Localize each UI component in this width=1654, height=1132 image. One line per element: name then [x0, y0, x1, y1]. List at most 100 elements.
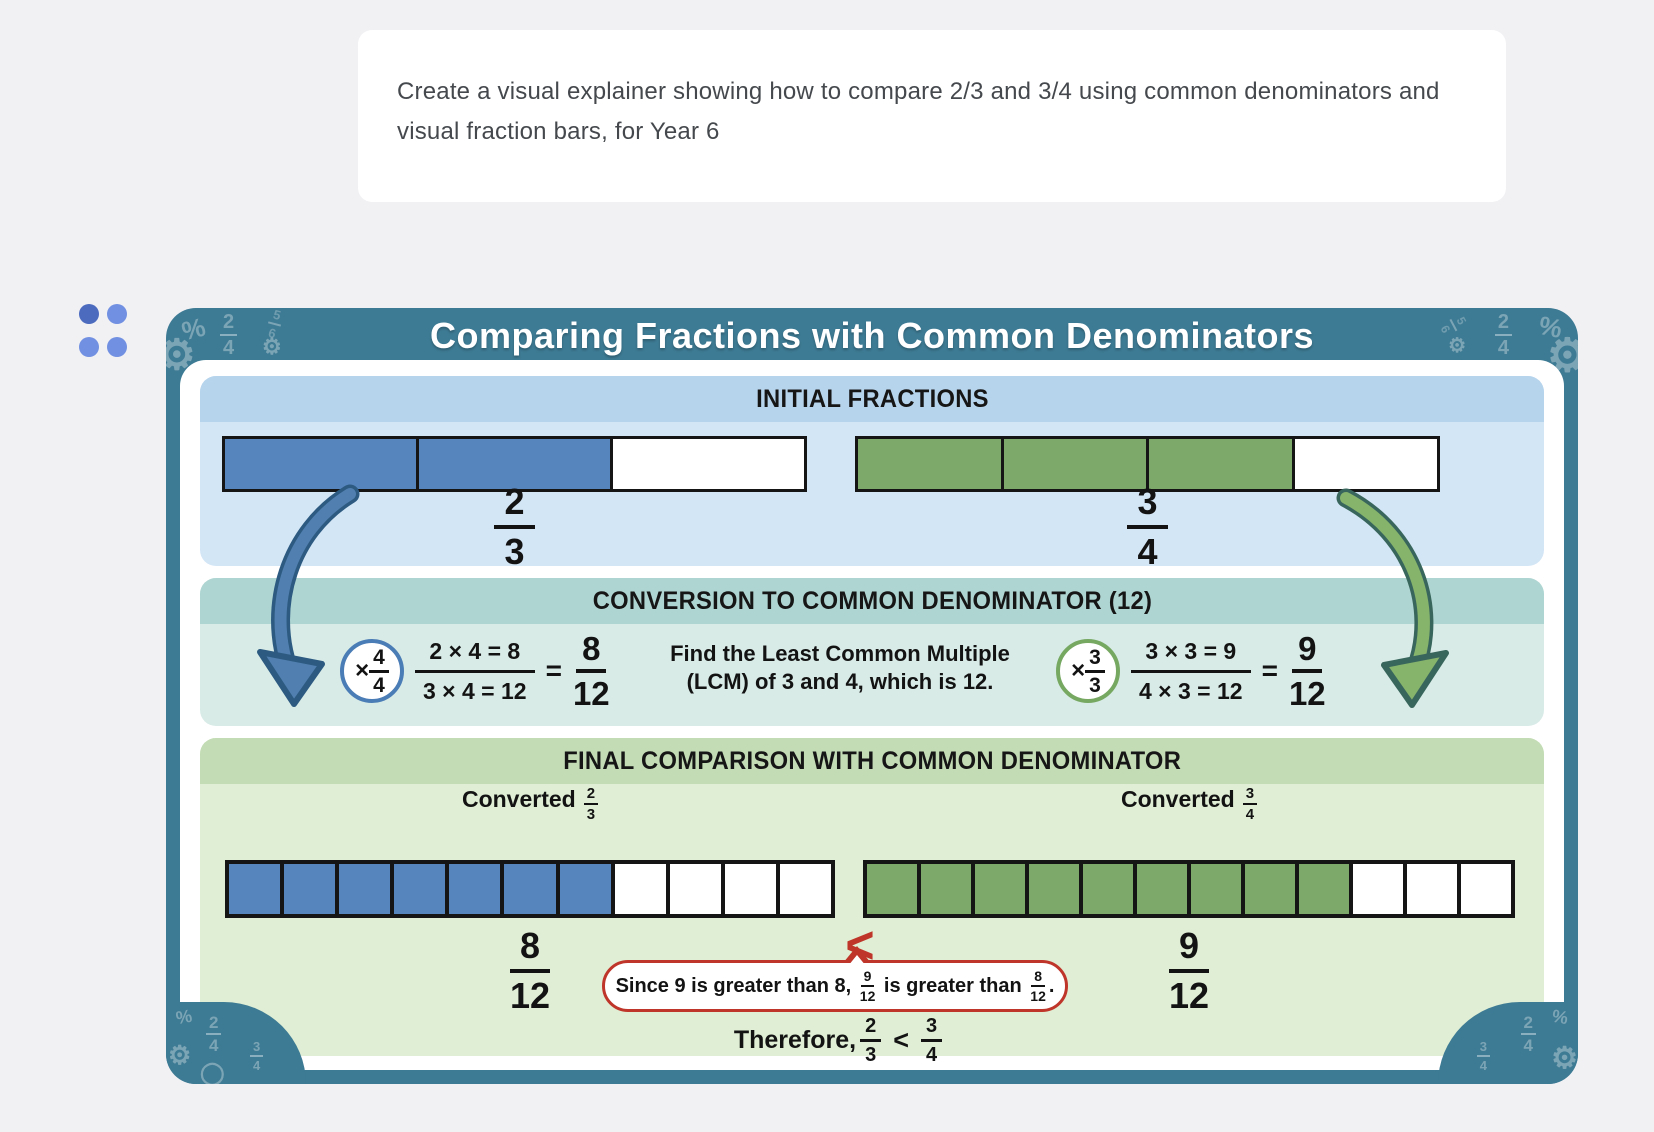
- fraction-bar-9-12: [863, 860, 1515, 918]
- corner-decoration: % 2 4 3 4 ⚙: [1438, 1002, 1578, 1084]
- gear-doodle-icon: ⚙: [1546, 329, 1578, 381]
- prompt-text: Create a visual explainer showing how to…: [397, 78, 1440, 145]
- infographic-title: Comparing Fractions with Common Denomina…: [429, 315, 1315, 356]
- fraction-label-8-12: 8 12: [225, 928, 835, 1014]
- lcm-note: Find the Least Common Multiple (LCM) of …: [670, 641, 1010, 694]
- section-header: INITIAL FRACTIONS: [200, 376, 1544, 422]
- fraction-label-9-12: 9 12: [863, 928, 1515, 1014]
- conclusion-line: Therefore, 2 3 < 3 4: [530, 1016, 1150, 1065]
- fraction: 4 4: [369, 647, 389, 696]
- fraction-bar-cell: [419, 439, 613, 489]
- dot: [79, 304, 99, 324]
- gear-doodle-icon: ⚙: [1551, 1042, 1578, 1075]
- fraction-bar-cell: [1083, 864, 1137, 914]
- fraction-bar-cell: [1294, 439, 1437, 489]
- fraction-bar-cell: [1407, 864, 1461, 914]
- fraction-bar-cell: [975, 864, 1029, 914]
- fraction-bar-cell: [1461, 864, 1511, 914]
- percent-doodle-icon: %: [1550, 1005, 1570, 1029]
- section-header: CONVERSION TO COMMON DENOMINATOR (12): [200, 578, 1544, 624]
- conversion-group-left: × 4 4 2 × 4 = 8 3 × 4 = 12 = 8 12: [340, 632, 610, 710]
- prompt-card: Create a visual explainer showing how to…: [358, 30, 1506, 202]
- comparison-callout: Since 9 is greater than 8, 9 12 is great…: [602, 946, 1068, 1012]
- dot: [107, 304, 127, 324]
- equation-stack: 3 × 3 = 9 4 × 3 = 12: [1131, 638, 1251, 705]
- section-final-comparison: FINAL COMPARISON WITH COMMON DENOMINATOR…: [200, 738, 1544, 1065]
- fraction-bar-cell: [504, 864, 560, 914]
- dot: [79, 337, 99, 357]
- fraction-bar-cell: [449, 864, 505, 914]
- fraction: 9 12: [859, 968, 876, 1004]
- conversion-group-right: × 3 3 3 × 3 = 9 4 × 3 = 12 = 9 12: [1056, 632, 1326, 710]
- section-initial-fractions: INITIAL FRACTIONS 2 3 3 4: [200, 376, 1544, 570]
- fraction-bar-cell: [1149, 439, 1295, 489]
- multiplier-circle-3-3: × 3 3: [1056, 639, 1120, 703]
- gear-doodle-icon: ⚙: [168, 1040, 192, 1070]
- fraction-bar-cell: [724, 864, 780, 914]
- ring-doodle-icon: ◯: [200, 1060, 225, 1084]
- fraction-label-2-3: 2 3: [222, 484, 807, 570]
- converted-caption-left: Converted 2 3: [225, 786, 835, 822]
- percent-doodle-icon: %: [174, 1005, 194, 1029]
- fraction-bar-cell: [229, 864, 285, 914]
- less-than-symbol: <: [893, 1025, 910, 1055]
- fraction-doodle-icon: 3 4: [1476, 1040, 1490, 1072]
- fraction: 2 3: [494, 484, 535, 570]
- equals-sign: =: [1261, 655, 1278, 686]
- drag-handle-icon[interactable]: [79, 304, 127, 357]
- curved-arrow-green-icon: [1336, 488, 1449, 708]
- fraction-bar-cell: [867, 864, 921, 914]
- fraction: 3 4: [1242, 786, 1258, 822]
- fraction: 3 4: [1127, 484, 1168, 570]
- fraction-doodle-icon: 3 4: [250, 1040, 264, 1072]
- gear-doodle-icon: ⚙: [262, 334, 282, 359]
- fraction-bar-cell: [225, 439, 419, 489]
- converted-caption-right: Converted 3 4: [863, 786, 1515, 822]
- fraction-bar-cell: [1245, 864, 1299, 914]
- fraction-bar-cell: [284, 864, 340, 914]
- fraction: 8 12: [1030, 968, 1046, 1004]
- fraction-bar-cell: [779, 864, 832, 914]
- fraction-bar-cell: [613, 439, 804, 489]
- equals-sign: =: [545, 655, 562, 686]
- fraction-label-3-4: 3 4: [855, 484, 1440, 570]
- fraction-bar-cell: [1299, 864, 1353, 914]
- fraction-bar-cell: [1029, 864, 1083, 914]
- fraction-bar-cell: [921, 864, 975, 914]
- fraction: 8 12: [509, 925, 551, 1016]
- section-conversion: CONVERSION TO COMMON DENOMINATOR (12) × …: [200, 578, 1544, 726]
- curved-arrow-blue-icon: [257, 484, 360, 707]
- equation-stack: 2 × 4 = 8 3 × 4 = 12: [415, 638, 535, 705]
- fraction-bar-cell: [1003, 439, 1149, 489]
- fraction: 2 3: [860, 1016, 882, 1065]
- fraction: 3 3: [1085, 647, 1105, 696]
- fraction-bar-cell: [559, 864, 615, 914]
- fraction-doodle-icon: 2 4: [220, 312, 238, 358]
- dot: [107, 337, 127, 357]
- fraction-bar-8-12: [225, 860, 835, 918]
- fraction-doodle-icon: 2 4: [206, 1014, 222, 1054]
- gear-doodle-icon: ⚙: [1448, 335, 1466, 357]
- fraction: 2 3: [583, 786, 599, 822]
- fraction-bar-2-3: [222, 436, 807, 492]
- fraction-doodle-icon: 2 4: [1494, 312, 1512, 358]
- result-fraction-9-12: 9 12: [1288, 630, 1326, 712]
- fraction-bar-3-4: [855, 436, 1440, 492]
- result-fraction-8-12: 8 12: [572, 630, 610, 712]
- fraction: 9 12: [1168, 925, 1210, 1016]
- gear-doodle-icon: ⚙: [166, 331, 196, 378]
- fraction-doodle-icon: 2 4: [1520, 1014, 1536, 1054]
- fraction-bar-cell: [1137, 864, 1191, 914]
- fraction-bar-cell: [669, 864, 725, 914]
- multiplier-circle-4-4: × 4 4: [340, 639, 404, 703]
- fraction-bar-cell: [614, 864, 670, 914]
- fraction-bar-cell: [1191, 864, 1245, 914]
- section-header: FINAL COMPARISON WITH COMMON DENOMINATOR: [200, 738, 1544, 784]
- fraction-bar-cell: [394, 864, 450, 914]
- infographic-board: % 2 4 5 6 ⚙ ⚙ % 2 4 5 6 ⚙ ⚙ Comparing Fr…: [166, 308, 1578, 1084]
- fraction: 3 4: [921, 1016, 943, 1065]
- infographic-canvas: INITIAL FRACTIONS 2 3 3 4: [180, 360, 1564, 1070]
- fraction-bar-cell: [1353, 864, 1407, 914]
- fraction-bar-cell: [339, 864, 395, 914]
